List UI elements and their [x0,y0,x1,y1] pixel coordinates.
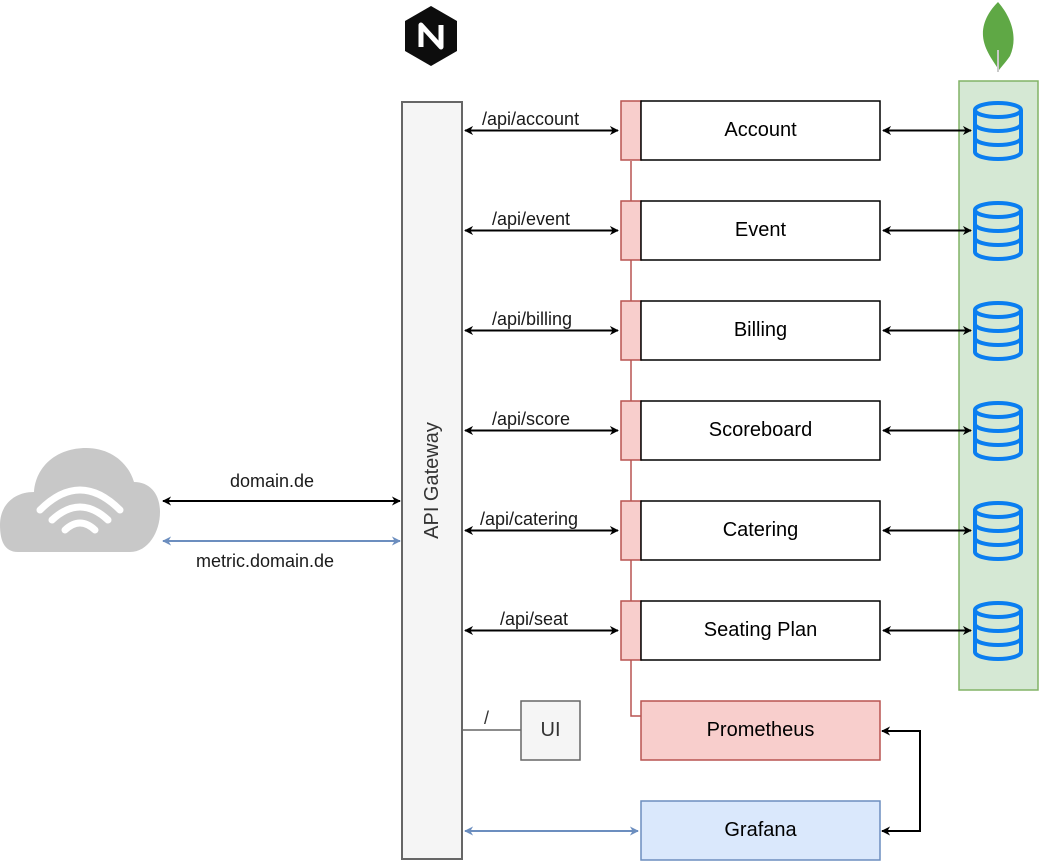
ui-box [520,700,581,761]
api-gateway-box [401,101,463,860]
prometheus-grafana-arrow [881,726,921,836]
database-icon [973,101,1023,161]
wifi-cloud-icon [0,448,160,552]
service-port [620,600,642,661]
prometheus-box [640,700,881,761]
mongodb-leaf-icon [982,2,1014,72]
database-panel [958,80,1039,691]
grafana-box [640,800,881,861]
service-box [640,100,881,161]
service-name: Event [734,219,787,241]
grafana-label: Grafana [724,819,797,841]
route-label: /api/billing [492,309,573,329]
route-label: /api/score [492,409,571,429]
ui-route-label: / [484,708,490,728]
service-name: Billing [733,319,788,341]
database-icon [973,201,1023,261]
database-icon [973,301,1023,361]
service-port [620,500,642,561]
service-port [620,400,642,461]
service-port [620,300,642,361]
service-name: Catering [722,519,799,541]
service-box [640,200,881,261]
service-name: Scoreboard [708,419,813,441]
database-icon [973,601,1023,661]
service-box [640,600,881,661]
service-name: Seating Plan [703,619,818,641]
nginx-logo-icon [405,6,457,66]
service-name: Account [724,119,797,141]
metric-domain-label: metric.domain.de [196,551,335,571]
service-box [640,500,881,561]
api-gateway-label-wrap: API Gateway [402,102,462,859]
ui-label: UI [540,719,561,741]
database-icon [973,401,1023,461]
service-box [640,300,881,361]
service-port [620,100,642,161]
api-gateway-label: API Gateway [420,422,443,539]
database-icon [973,501,1023,561]
service-box [640,400,881,461]
service-port [620,200,642,261]
route-label: /api/account [482,109,580,129]
route-label: /api/catering [480,509,579,529]
route-label: /api/event [492,209,571,229]
route-label: /api/seat [500,609,569,629]
prometheus-label: Prometheus [706,719,815,741]
domain-label: domain.de [230,471,315,491]
